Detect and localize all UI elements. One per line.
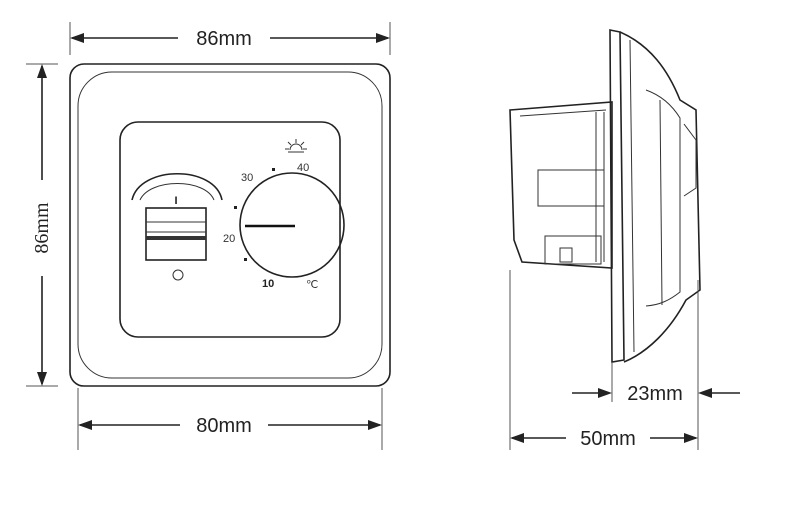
- dim-bottom-width-label: 80mm: [196, 415, 252, 437]
- switch-hood-inner: [139, 183, 215, 201]
- rear-housing: [509, 101, 613, 269]
- scale-label-40: 40: [297, 162, 309, 174]
- dim-left-height-label: 86mm: [31, 202, 53, 254]
- dim-left-height: 86mm: [26, 63, 58, 387]
- front-plate: [609, 29, 625, 363]
- scale-label-20: 20: [223, 233, 235, 245]
- switch-on-mark: I: [174, 195, 177, 207]
- dim-side-depth-label: 23mm: [627, 383, 683, 405]
- dial-knob: [239, 172, 345, 278]
- inner-bevel: [77, 71, 383, 379]
- dim-top-width: 86mm: [69, 22, 391, 55]
- front-view: I 30 40 20 10 ℃: [26, 22, 391, 450]
- unit-label: ℃: [306, 279, 318, 291]
- front-cover: [619, 31, 701, 363]
- scale-label-30: 30: [241, 172, 253, 184]
- indicator-light-icon: [172, 269, 184, 281]
- scale-label-10: 10: [262, 278, 274, 290]
- side-view: 23mm 50mm: [509, 29, 740, 450]
- temperature-dial: 30 40 20 10 ℃: [223, 139, 345, 291]
- dim-side-depth: 23mm: [572, 383, 740, 405]
- switch-hood: [131, 173, 223, 201]
- sun-icon: [285, 139, 307, 153]
- dim-bottom-width: 80mm: [77, 388, 383, 450]
- knob-profile: [683, 123, 697, 197]
- dim-side-total-label: 50mm: [580, 428, 636, 450]
- outer-frame: [69, 63, 391, 387]
- switch-body: [145, 207, 207, 261]
- power-switch: I: [131, 173, 223, 261]
- dim-top-width-label: 86mm: [196, 28, 252, 50]
- inner-plate: [119, 121, 341, 338]
- dim-side-total: 50mm: [510, 428, 698, 450]
